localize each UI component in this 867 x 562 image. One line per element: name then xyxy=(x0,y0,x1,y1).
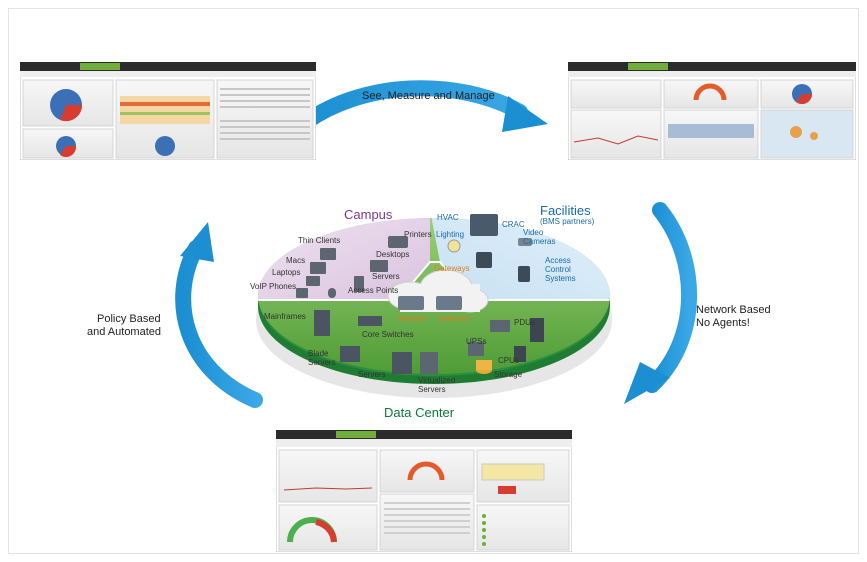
label-upss: UPSs xyxy=(466,337,487,346)
label-servers-campus: Servers xyxy=(372,272,400,281)
section-facilities-sub: (BMS partners) xyxy=(540,217,595,226)
laptop-icon xyxy=(306,276,320,286)
label-core-switches: Core Switches xyxy=(362,330,414,339)
section-facilities: Facilities xyxy=(540,203,591,218)
lighting-icon xyxy=(447,239,461,253)
label-blade: Blade xyxy=(308,349,329,358)
dashboard-screenshot-top-left xyxy=(20,62,316,160)
section-data-center: Data Center xyxy=(384,405,455,420)
label-pdus: PDUs xyxy=(514,318,535,327)
blade-server-icon xyxy=(340,346,360,362)
label-switches: Switches xyxy=(438,314,471,323)
label-cameras: Cameras xyxy=(523,237,556,246)
label-systems: Systems xyxy=(545,274,576,283)
hvac-crac-icon xyxy=(470,214,498,236)
caption-and-automated: and Automated xyxy=(87,326,162,338)
router-icon xyxy=(398,296,424,310)
label-lighting: Lighting xyxy=(436,230,465,239)
gateway-icon xyxy=(476,252,492,268)
pdu-rack-icon xyxy=(530,318,544,342)
label-printers: Printers xyxy=(404,230,432,239)
printer-icon xyxy=(388,236,408,248)
server-stack-icon xyxy=(420,352,438,374)
core-switch-icon xyxy=(358,316,382,326)
label-access: Access xyxy=(545,256,571,265)
label-crac: CRAC xyxy=(502,220,525,229)
label-mainframes: Mainframes xyxy=(264,312,306,321)
cloud-icon xyxy=(387,269,489,313)
section-campus: Campus xyxy=(344,207,393,222)
caption-no-agents: No Agents! xyxy=(696,317,750,329)
label-video: Video xyxy=(523,228,544,237)
label-cpus: CPUs xyxy=(498,356,519,365)
cpu-icon xyxy=(514,346,526,362)
dashboard-screenshot-bottom xyxy=(276,430,572,552)
thin-client-icon xyxy=(320,248,336,260)
arrow-right xyxy=(644,202,698,393)
label-control: Control xyxy=(545,265,571,274)
label-thin-clients: Thin Clients xyxy=(298,236,341,245)
label-voip-phones: VoIP Phones xyxy=(250,282,297,291)
label-virtualized: Virtualized xyxy=(418,376,456,385)
arrow-left xyxy=(175,240,263,408)
label-blade-servers-2: Servers xyxy=(308,358,336,367)
mac-icon xyxy=(310,262,326,274)
dashboard-screenshot-top-right xyxy=(568,62,856,160)
access-control-icon xyxy=(518,266,530,282)
arrow-left-head xyxy=(180,222,214,262)
arrow-top xyxy=(290,80,528,136)
caption-policy-based: Policy Based xyxy=(97,313,161,325)
label-hvac: HVAC xyxy=(437,213,459,222)
pdu-icon xyxy=(490,320,510,332)
video-camera-icon xyxy=(518,238,532,246)
label-laptops: Laptops xyxy=(272,268,301,277)
arrow-top-head xyxy=(502,96,548,132)
caption-see-measure-manage: See, Measure and Manage xyxy=(362,90,495,102)
label-gateways: Gateways xyxy=(434,264,470,273)
caption-network-based: Network Based xyxy=(696,304,771,316)
label-desktops: Desktops xyxy=(376,250,410,259)
virtualized-server-icon xyxy=(392,352,412,374)
server-icon xyxy=(354,276,364,292)
arrow-right-head xyxy=(624,362,670,404)
label-macs: Macs xyxy=(286,256,306,265)
ups-icon xyxy=(468,342,484,356)
label-virtualized-servers-2: Servers xyxy=(418,385,446,394)
label-storage: Storage xyxy=(494,370,523,379)
label-servers-dc: Servers xyxy=(358,370,386,379)
switch-icon xyxy=(436,296,462,310)
label-routers: Routers xyxy=(398,314,427,323)
desktop-icon xyxy=(370,260,388,272)
mainframe-icon xyxy=(314,310,330,336)
label-access-points: Access Points xyxy=(348,286,399,295)
outer-frame xyxy=(8,8,859,554)
access-point-icon xyxy=(328,288,336,298)
voip-phone-icon xyxy=(296,288,308,298)
